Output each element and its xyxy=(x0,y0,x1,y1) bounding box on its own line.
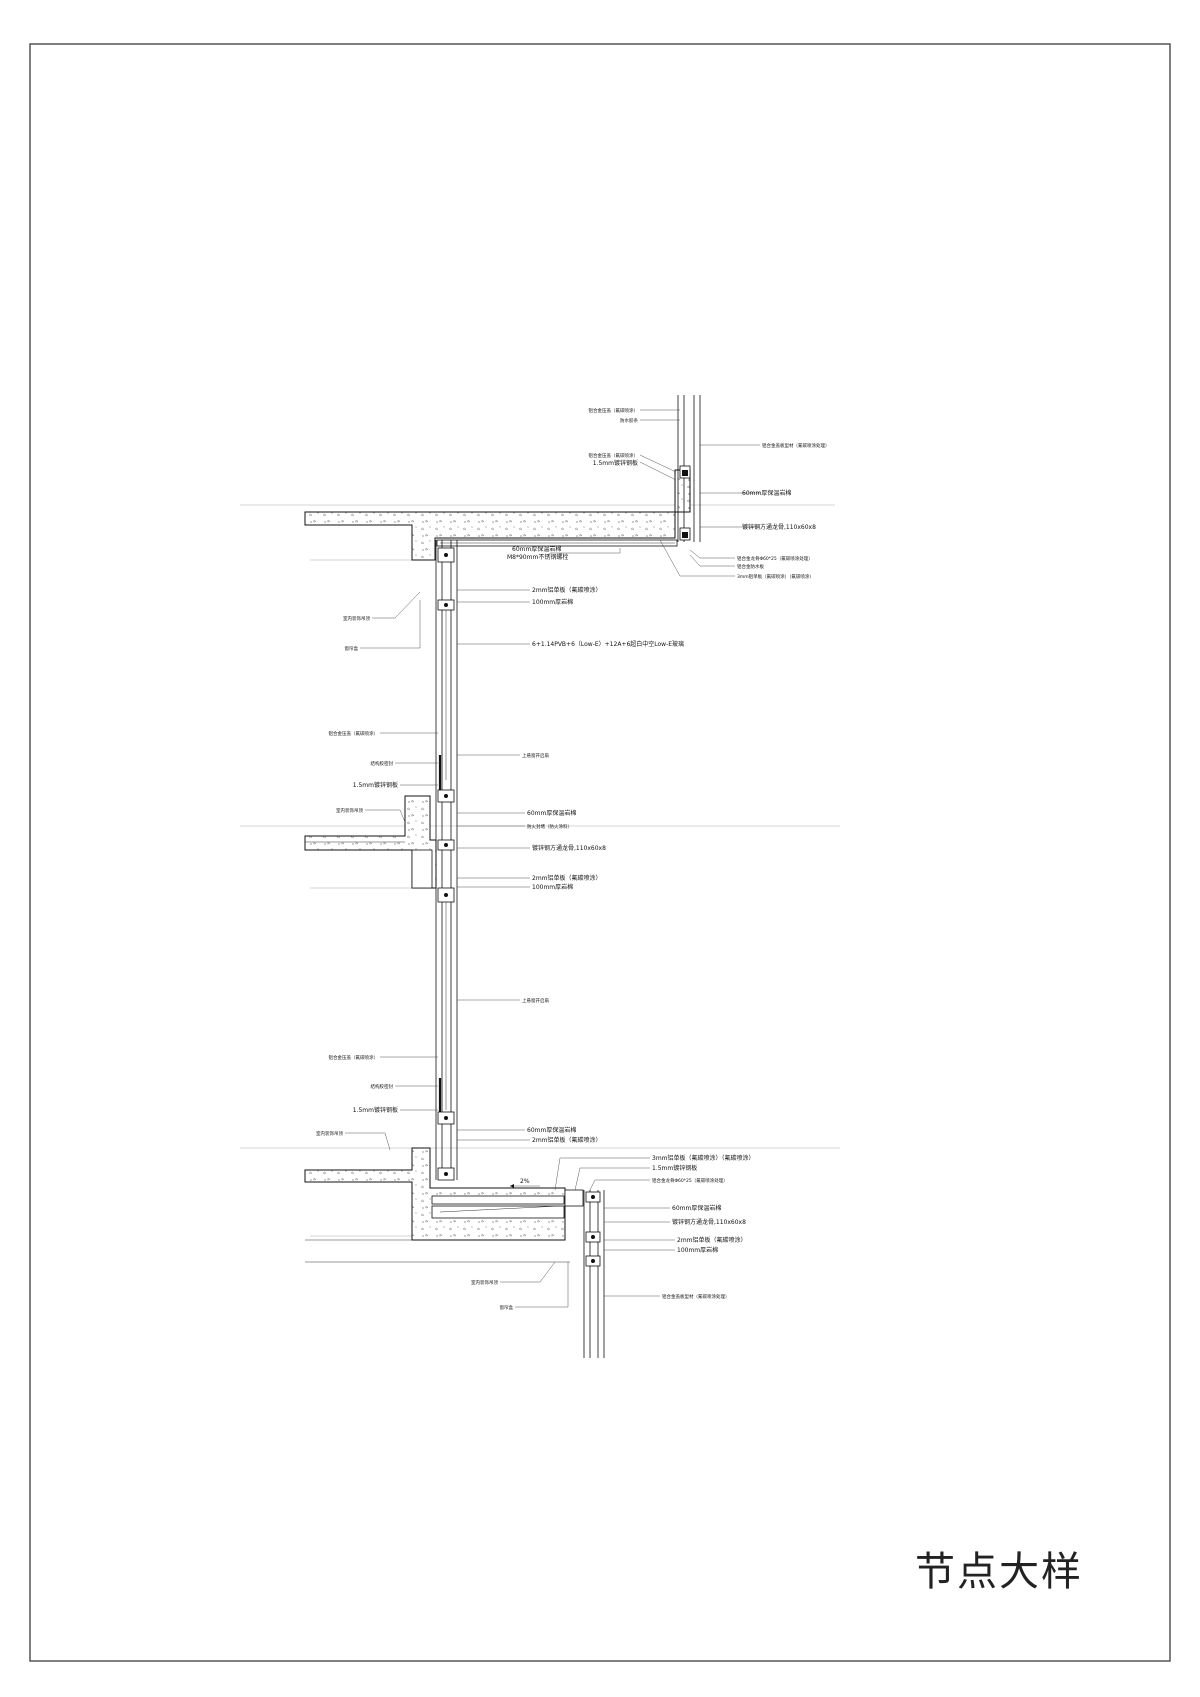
annotation-label: 铝合金龙骨Φ60*25（氟碳喷涂处理） xyxy=(652,1177,728,1184)
annotation-label: 室内装饰吊顶 xyxy=(471,1279,498,1286)
annotation-label: 镀锌钢方通龙骨,110x60x8 xyxy=(742,523,816,531)
annotation-label: 100mm厚岩棉 xyxy=(532,598,573,606)
annotation-label: 60mm厚保温岩棉 xyxy=(527,1126,576,1134)
left-leader-lines xyxy=(345,409,680,1308)
slope-label: 2% xyxy=(520,1178,530,1185)
annotation-label: 铝合金盖板型材（氟碳喷涂处理） xyxy=(662,1293,730,1300)
annotation-label: 1.5mm镀锌钢板 xyxy=(652,1164,697,1172)
annotation-label: 上悬窗开启扇 xyxy=(522,997,549,1004)
annotation-label: 镀锌钢方通龙骨,110x60x8 xyxy=(672,1218,746,1226)
sheet-title: 节点大样 xyxy=(915,1549,1083,1595)
annotation-label: 结构胶密封 xyxy=(371,1083,394,1090)
annotation-label: 窗帘盒 xyxy=(345,645,359,652)
annotation-label: 铝合金压盖（氟碳喷涂） xyxy=(329,730,379,737)
lower-curtain-wall-mullion xyxy=(583,1190,605,1358)
annotation-label: 100mm厚岩棉 xyxy=(677,1246,718,1254)
middle-floor-slab xyxy=(304,795,437,889)
annotation-label: 铝合金压盖（氟碳喷涂） xyxy=(329,1054,379,1061)
annotation-label: 上悬窗开启扇 xyxy=(522,752,549,759)
annotation-label: 窗帘盒 xyxy=(500,1304,514,1311)
annotation-label: 室内装饰吊顶 xyxy=(316,1130,343,1137)
annotation-label: 铝合金盖板型材（氟碳喷涂处理） xyxy=(762,442,830,449)
annotation-label: 室内装饰吊顶 xyxy=(343,615,370,622)
annotation-label: 60mm厚保温岩棉 xyxy=(512,545,561,553)
annotation-label: 2mm铝单板（氟碳喷涂） xyxy=(532,874,602,882)
annotation-label: 铝合金防水板 xyxy=(737,563,764,570)
annotation-label: 60mm厚保温岩棉 xyxy=(742,489,791,497)
main-curtain-wall xyxy=(435,540,458,1181)
top-floor-slab xyxy=(304,469,691,561)
annotation-label: 1.5mm镀锌钢板 xyxy=(353,781,398,789)
annotation-label: 2mm铝单板（氟碳喷涂） xyxy=(532,586,602,594)
annotation-label: 60mm厚保温岩棉 xyxy=(672,1204,721,1212)
annotation-label: 铝合金压盖（氟碳喷涂） xyxy=(589,452,639,459)
annotation-label: 60mm厚保温岩棉 xyxy=(527,809,576,817)
annotation-label: 1.5mm镀锌钢板 xyxy=(353,1106,398,1114)
slope-mark: 2% xyxy=(510,1178,540,1188)
annotation-label: 镀锌钢方通龙骨,110x60x8 xyxy=(532,844,606,852)
annotation-label: 铝合金压盖（氟碳喷涂） xyxy=(589,407,639,414)
bottom-floor-slab xyxy=(304,1147,584,1263)
annotation-label: M8*90mm不锈钢螺栓 xyxy=(507,553,568,561)
right-leader-lines xyxy=(457,444,760,1297)
left-annotations: 铝合金压盖（氟碳喷涂） 防水胶条 铝合金压盖（氟碳喷涂） 1.5mm镀锌钢板 室… xyxy=(316,407,638,1311)
annotation-label: 结构胶密封 xyxy=(371,760,394,767)
annotation-label: 防火封堵（防火涂料） xyxy=(527,823,572,830)
annotation-label: 防水胶条 xyxy=(620,417,638,424)
annotation-label: 3mm铝单板（氟碳喷涂）（氟碳喷涂） xyxy=(737,573,814,580)
annotation-label: 室内装饰吊顶 xyxy=(336,807,363,814)
annotation-label: 100mm厚岩棉 xyxy=(532,883,573,891)
annotation-label: 1.5mm镀锌钢板 xyxy=(593,459,638,467)
annotation-label: 6+1.14PVB+6（Low-E）+12A+6超白中空Low-E玻璃 xyxy=(532,640,684,648)
annotation-label: 3mm铝单板（氟碳喷涂）（氟碳喷涂） xyxy=(652,1154,755,1162)
annotation-label: 铝合金龙骨Φ60*25（氟碳喷涂处理） xyxy=(737,555,813,562)
annotation-label: 2mm铝单板（氟碳喷涂） xyxy=(532,1136,602,1144)
annotation-label: 2mm铝单板（氟碳喷涂） xyxy=(677,1236,747,1244)
sheet-border xyxy=(29,43,1171,1662)
right-annotations: 铝合金盖板型材（氟碳喷涂处理） 60mm厚保温岩棉 镀锌钢方通龙骨,110x60… xyxy=(507,442,830,1300)
upper-curtain-wall-mullion xyxy=(677,395,701,542)
